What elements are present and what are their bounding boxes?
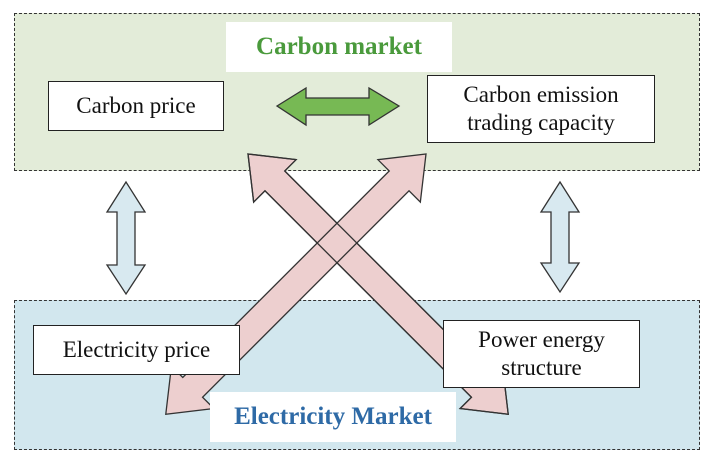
carbon-emission-trading-capacity-node: Carbon emission trading capacity [427, 75, 655, 143]
carbon-emission-label-line1: Carbon emission [463, 82, 619, 107]
carbon-market-title: Carbon market [226, 22, 452, 72]
electricity-market-title: Electricity Market [210, 392, 456, 442]
carbon-emission-label-line2: trading capacity [467, 110, 615, 135]
electricity-price-node: Electricity price [33, 325, 240, 375]
carbon-electricity-price-double-arrow [105, 180, 147, 296]
carbon-price-node: Carbon price [48, 81, 224, 131]
electricity-price-label: Electricity price [62, 337, 211, 362]
carbon-price-label: Carbon price [76, 93, 196, 118]
power-energy-label-line1: Power energy [478, 327, 605, 352]
power-energy-structure-node: Power energy structure [443, 320, 640, 388]
power-energy-label-line2: structure [501, 355, 582, 380]
emission-power-structure-double-arrow [539, 180, 581, 294]
